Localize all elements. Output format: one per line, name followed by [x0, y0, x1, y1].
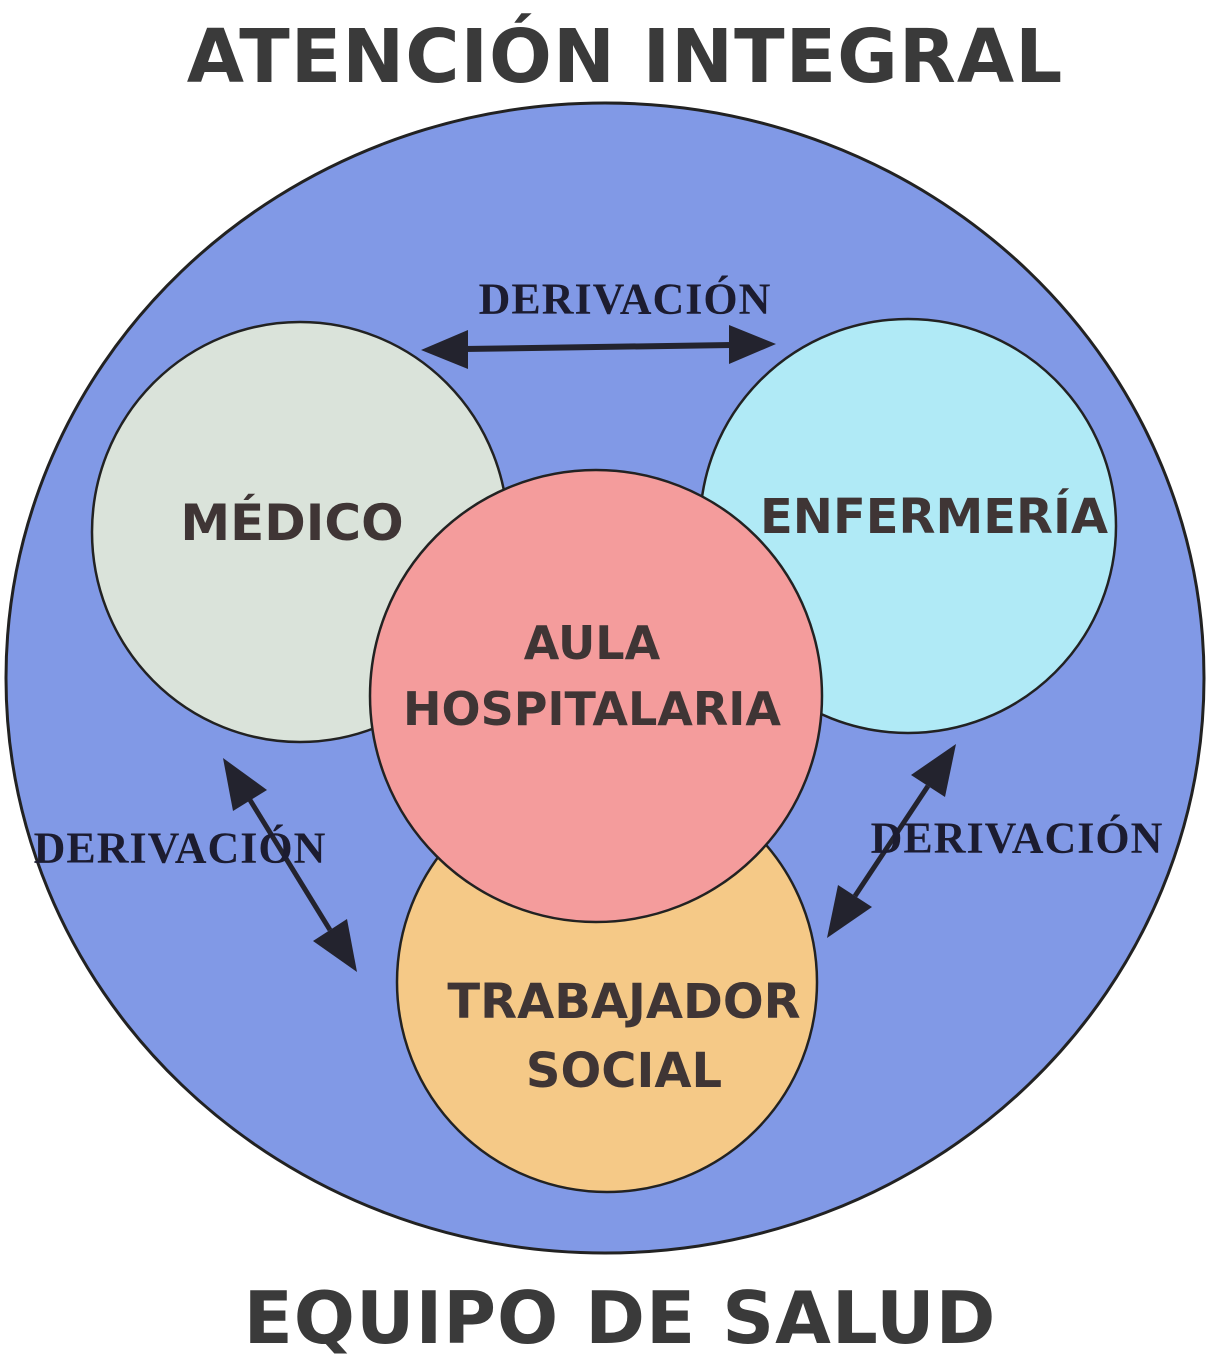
- aula-hospitalaria-circle: [368, 468, 824, 924]
- derivacion-label-top: DERIVACIÓN: [478, 274, 772, 324]
- derivacion-arrow-left-head-bottom: [313, 919, 357, 972]
- aula-hospitalaria-label: AULA HOSPITALARIA: [403, 610, 781, 742]
- medico-label: MÉDICO: [180, 494, 404, 552]
- derivacion-arrow-top-head-left: [421, 330, 468, 369]
- derivacion-arrow-right-line: [852, 784, 931, 898]
- derivacion-arrow-left-line: [247, 798, 333, 932]
- aula-hospitalaria-label-line1: AULA: [523, 615, 661, 670]
- derivacion-arrow-left: [223, 758, 357, 972]
- trabajador-social-label-line2: SOCIAL: [525, 1043, 723, 1099]
- enfermeria-label: ENFERMERÍA: [759, 489, 1109, 545]
- derivacion-arrow-right-head-bottom: [827, 885, 872, 938]
- derivacion-arrow-right-head-top: [911, 744, 956, 797]
- derivacion-label-right: DERIVACIÓN: [870, 813, 1164, 863]
- derivacion-arrow-top-head-right: [729, 325, 776, 364]
- derivacion-arrow-top: [421, 325, 776, 369]
- aula-hospitalaria-label-line2: HOSPITALARIA: [402, 682, 782, 736]
- derivacion-arrow-right: [827, 744, 956, 938]
- trabajador-social-label: TRABAJADOR SOCIAL: [447, 968, 800, 1106]
- derivacion-arrow-top-line: [463, 342, 733, 352]
- derivacion-label-left: DERIVACIÓN: [33, 823, 327, 873]
- trabajador-social-label-line1: TRABAJADOR: [447, 973, 801, 1030]
- footer-title: EQUIPO DE SALUD: [243, 1276, 997, 1360]
- derivacion-arrow-left-head-top: [223, 758, 267, 811]
- page-title: ATENCIÓN INTEGRAL: [186, 14, 1064, 100]
